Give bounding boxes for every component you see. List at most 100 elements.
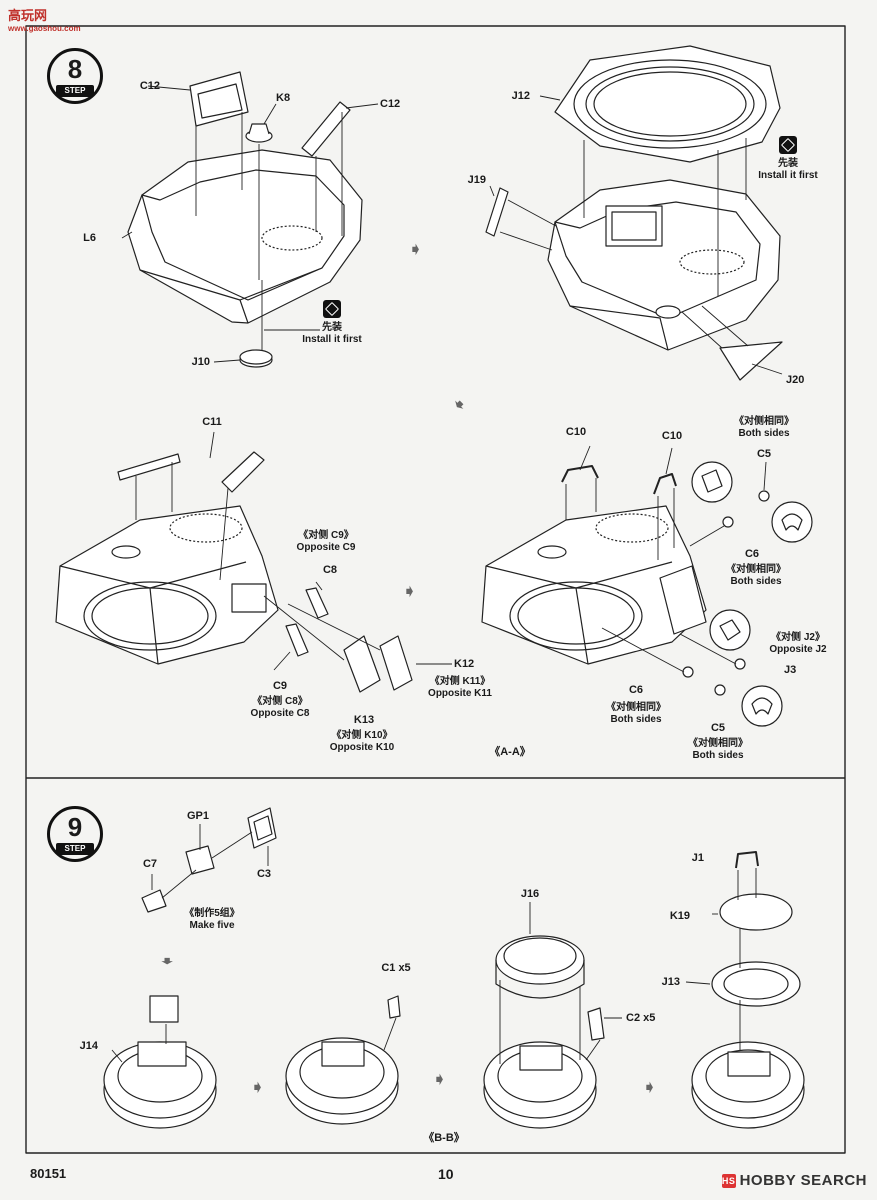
part-c10-a xyxy=(561,465,599,483)
note-opposite-k10: 《对侧 K10》 Opposite K10 xyxy=(330,730,394,754)
label-c10-b: C10 xyxy=(661,430,683,442)
turret-assembly-left xyxy=(55,505,279,665)
detail-bubble-j2 xyxy=(709,609,751,651)
note-both-sides-last: 《对侧相同》 Both sides xyxy=(688,738,748,762)
note-en: Both sides xyxy=(692,750,744,761)
part-j19 xyxy=(485,187,509,237)
step-word: STEP xyxy=(56,843,94,855)
hatch-stage-2 xyxy=(285,995,401,1125)
note-cn: 《对侧相同》 xyxy=(726,564,786,575)
arrow-right-icon-1: ➧ xyxy=(250,1077,266,1097)
note-en: Opposite C9 xyxy=(296,542,356,553)
label-c11: C11 xyxy=(202,416,222,428)
section-label-b-b: 《B-B》 xyxy=(423,1132,465,1144)
part-c11-a xyxy=(117,453,181,481)
label-j19: J19 xyxy=(467,174,486,186)
label-c7: C7 xyxy=(142,858,158,870)
label-j3: J3 xyxy=(784,664,797,676)
label-c6-top: C6 xyxy=(744,548,760,560)
label-j20: J20 xyxy=(786,374,805,386)
label-c6-bottom: C6 xyxy=(628,684,644,696)
hatch-stage-3 xyxy=(483,1007,605,1129)
part-j16 xyxy=(495,935,585,999)
kit-number: 80151 xyxy=(30,1166,67,1181)
label-c8: C8 xyxy=(322,564,338,576)
part-k8 xyxy=(245,123,273,143)
note-cn: 《制作5组》 xyxy=(184,908,240,919)
note-opposite-k11: 《对侧 K11》 Opposite K11 xyxy=(428,676,492,700)
label-c3: C3 xyxy=(256,868,272,880)
label-k19: K19 xyxy=(669,910,690,922)
turret-shell-l6 xyxy=(127,149,363,324)
arrow-right-icon: ➧ xyxy=(408,239,424,259)
arrow-right-icon-mid: ➧ xyxy=(402,581,418,601)
label-k12: K12 xyxy=(454,658,475,670)
part-k13 xyxy=(343,635,381,693)
label-j13: J13 xyxy=(661,976,680,988)
label-c10-a: C10 xyxy=(565,426,587,438)
note-both-sides-top: 《对侧相同》 Both sides xyxy=(734,416,794,440)
part-c12-left xyxy=(189,71,249,127)
part-c3 xyxy=(247,807,277,849)
part-j10 xyxy=(239,349,273,368)
note-cn: 先装 xyxy=(321,322,342,333)
part-c11-b xyxy=(221,451,265,493)
note-cn: 《对侧相同》 xyxy=(606,702,666,713)
label-gp1: GP1 xyxy=(186,810,210,822)
part-j13 xyxy=(711,961,801,1007)
note-both-sides-bottom: 《对侧相同》 Both sides xyxy=(606,702,666,726)
note-make-five: 《制作5组》 Make five xyxy=(184,908,240,932)
note-en: Both sides xyxy=(730,576,782,587)
label-c12-left: C12 xyxy=(139,80,160,92)
note-en: Opposite J2 xyxy=(769,644,827,655)
note-en: Install it first xyxy=(758,170,818,181)
hatch-final xyxy=(691,1041,805,1129)
note-cn: 先装 xyxy=(777,158,798,169)
label-c9: C9 xyxy=(272,680,288,692)
label-j14: J14 xyxy=(79,1040,98,1052)
detail-bubble-c5 xyxy=(771,501,813,543)
page-frame xyxy=(25,25,846,1154)
turret-ring-j12 xyxy=(554,45,781,163)
label-j10: J10 xyxy=(191,356,210,368)
note-en: Both sides xyxy=(610,714,662,725)
note-en: Opposite C8 xyxy=(250,708,310,719)
note-opposite-c9: 《对侧 C9》 Opposite C9 xyxy=(297,530,356,554)
page-number: 10 xyxy=(438,1166,454,1182)
note-en: Make five xyxy=(189,920,235,931)
part-c12-right xyxy=(301,101,351,157)
label-c5-bottom: C5 xyxy=(710,722,726,734)
detail-bubble-top xyxy=(691,461,733,503)
label-k13: K13 xyxy=(353,714,375,726)
arrow-down-icon: ➧ xyxy=(157,953,178,969)
step-number: 9 xyxy=(67,812,83,842)
watermark-site: www.gaoshou.com xyxy=(8,24,81,33)
note-cn: 《对侧 J2》 xyxy=(771,632,825,643)
label-c12-right: C12 xyxy=(380,98,401,110)
label-c5-top: C5 xyxy=(756,448,772,460)
arrow-right-icon-3: ➧ xyxy=(642,1077,658,1097)
note-cn: 《对侧相同》 xyxy=(734,416,794,427)
hatch-j14 xyxy=(103,995,217,1129)
note-en: Opposite K10 xyxy=(329,742,395,753)
part-j1 xyxy=(735,851,759,869)
note-cn: 《对侧 K11》 xyxy=(429,676,491,687)
install-first-note-left: 先装 Install it first xyxy=(302,322,361,346)
part-c8 xyxy=(305,587,329,619)
label-j1: J1 xyxy=(691,852,704,864)
part-c7 xyxy=(141,889,167,913)
label-k8: K8 xyxy=(276,92,291,104)
label-j12: J12 xyxy=(511,90,530,102)
note-opposite-c8: 《对侧 C8》 Opposite C8 xyxy=(251,696,310,720)
part-j20 xyxy=(719,341,783,381)
part-gp1 xyxy=(185,845,215,875)
note-en: Both sides xyxy=(738,428,790,439)
part-k19 xyxy=(719,893,793,931)
note-cn: 《对侧 C9》 xyxy=(298,530,354,541)
section-label-a-a: 《A-A》 xyxy=(489,746,531,758)
note-opposite-j2: 《对侧 J2》 Opposite J2 xyxy=(769,632,826,656)
label-c1: C1 x5 xyxy=(381,962,411,974)
note-cn: 《对侧 K10》 xyxy=(331,730,393,741)
